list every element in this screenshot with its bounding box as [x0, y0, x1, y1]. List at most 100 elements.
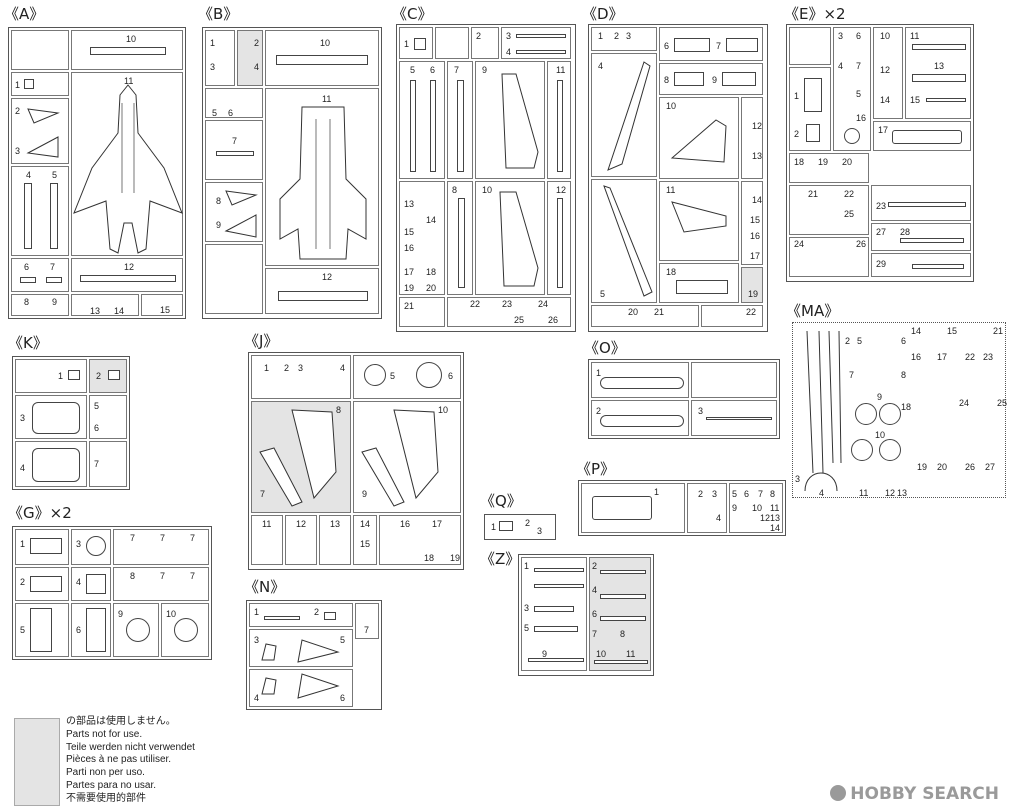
- sprue-j-cell-7-8-unused: 8 7: [251, 401, 351, 513]
- sprue-d-frame: 1 2 3 6 7 4 8 9 10 12 13 5 11 14 15 16 1…: [588, 24, 768, 332]
- sprue-e-title: 《E》×2: [784, 5, 846, 23]
- sprue-d-cell-11: 11: [659, 181, 739, 261]
- sprue-k-cell-7: 7: [89, 441, 127, 487]
- sprue-a-cell-blank: [11, 30, 69, 70]
- sprue-n-title: 《N》: [244, 578, 286, 596]
- sprue-e-cell-blank: [789, 27, 831, 65]
- legend-line-es: Partes para no usar.: [66, 779, 157, 791]
- sprue-c-cell-3-4: 3 4: [501, 27, 571, 59]
- sprue-c-cell-5-6: 5 6: [399, 61, 445, 179]
- sprue-ma-title: 《MA》: [786, 302, 840, 320]
- sprue-c-title: 《C》: [392, 5, 433, 23]
- sprue-g-title: 《G》×2: [8, 504, 72, 522]
- sprue-o-cell-1: 1: [591, 362, 689, 398]
- sprue-d-cell-12-13: 12 13: [741, 97, 763, 179]
- sprue-z-cell-right-unused: 2 4 6 7 8 10 11: [589, 557, 651, 671]
- sprue-c-cell-21: 21: [399, 297, 445, 327]
- sprue-a-title: 《A》: [4, 5, 45, 23]
- sprue-b-frame: 1 3 2 4 10 5 6 7 8 9 11 12: [202, 27, 382, 319]
- sprue-b-cell-1-3: 1 3: [205, 30, 235, 86]
- sprue-n-cell-1-2: 1 2: [249, 603, 353, 627]
- unused-parts-swatch: [14, 718, 60, 806]
- sprue-c-cell-blank: [435, 27, 469, 59]
- sprue-k-frame: 1 2 3 5 6 4 7: [12, 356, 130, 490]
- sprue-e-cell-25: 23: [871, 185, 971, 221]
- sprue-e-cell-11-15: 11 13 15: [905, 27, 971, 119]
- sprue-ma-frame: 2 5 6 14 15 21 7 8 16 17 22 23 9 18 24 2…: [792, 322, 1007, 498]
- sprue-k-title: 《K》: [8, 334, 48, 352]
- sprue-e-cell-17-19: 18 19 20: [789, 153, 869, 183]
- sprue-c-cell-2: 2: [471, 27, 499, 59]
- sprue-g-cell-8-7: 8 7 7: [113, 567, 209, 601]
- sprue-n-cell-3-5: 3 5: [249, 629, 353, 667]
- sprue-p-title: 《P》: [576, 460, 616, 478]
- sprue-g-cell-9: 9: [113, 603, 159, 657]
- sprue-k-cell-5-6: 5 6: [89, 395, 127, 439]
- sprue-a-cell-1: 1: [11, 72, 69, 96]
- sprue-q-frame: 1 2 3: [484, 514, 556, 540]
- sprue-b-cell-8-9: 8 9: [205, 182, 263, 242]
- sprue-j-cell-12: 12: [285, 515, 317, 565]
- hobby-search-watermark: HOBBY SEARCH: [830, 784, 999, 804]
- sprue-j-cell-13: 13: [319, 515, 351, 565]
- sprue-j-title: 《J》: [244, 332, 279, 350]
- sprue-d-cell-10: 10: [659, 97, 739, 179]
- sprue-a-lower-fuselage: [73, 84, 183, 254]
- sprue-g-cell-2: 2: [15, 567, 69, 601]
- sprue-o-title: 《O》: [584, 339, 626, 357]
- sprue-o-cell-2: 2: [591, 400, 689, 436]
- sprue-ma-gear-9b: [879, 403, 901, 425]
- legend-line-en: Parts not for use.: [66, 728, 143, 740]
- sprue-j-frame: 1 2 3 4 5 6 8 7 10 9 11 12 13 14 15 16 1…: [248, 352, 464, 570]
- sprue-j-cell-14-15: 14 15: [353, 515, 377, 565]
- sprue-c-cell-10: 10: [475, 181, 545, 295]
- sprue-a-cell-2-3: 2 3: [11, 98, 69, 164]
- legend-line-ja: の部品は使用しません。: [66, 716, 176, 727]
- sprue-k-cell-3: 3: [15, 395, 87, 439]
- sprue-e-cell-20-22: 21 22 25: [789, 185, 869, 235]
- sprue-q-title: 《Q》: [480, 492, 522, 510]
- sprue-z-frame: 1 3 5 9 2 4 6 7 8 10 11: [518, 554, 654, 676]
- sprue-o-cell-blank: [691, 362, 777, 398]
- sprue-j-cell-9-10: 10 9: [353, 401, 461, 513]
- sprue-g-cell-5: 5: [15, 603, 69, 657]
- sprue-c-cell-1: 1: [399, 27, 433, 59]
- sprue-g-cell-10: 10: [161, 603, 209, 657]
- sprue-a-cell-15: 15: [141, 294, 183, 316]
- sprue-d-cell-1-3: 1 2 3: [591, 27, 657, 51]
- sprue-d-cell-22: 22: [701, 305, 763, 327]
- sprue-c-cell-11: 11: [547, 61, 571, 179]
- sprue-j-cell-11: 11: [251, 515, 283, 565]
- sprue-d-cell-8-9: 8 9: [659, 63, 763, 95]
- sprue-e-frame: 3 6 4 7 5 16 10 12 14 11 13 15 1 2 17 18…: [786, 24, 974, 282]
- sprue-p-frame: 1 2 3 4 5 6 7 8 9 10 11 12 13 14: [578, 480, 786, 536]
- hobby-search-logo-icon: [830, 785, 847, 801]
- sprue-e-cell-1-2: 1 2: [789, 67, 831, 151]
- legend-line-fr: Pièces à ne pas utiliser.: [66, 754, 172, 766]
- sprue-p-cell-1: 1: [581, 483, 685, 533]
- sprue-d-title: 《D》: [582, 5, 624, 23]
- sprue-c-cell-13-20: 13 14 15 16 17 18 19 20: [399, 181, 445, 295]
- sprue-d-cell-4: 4: [591, 53, 657, 177]
- sprue-e-cell-16: 17: [873, 121, 971, 151]
- sprue-p-cell-2-4: 2 3 4: [687, 483, 727, 533]
- sprue-a-cell-8-9: 8 9: [11, 294, 69, 316]
- sprue-z-title: 《Z》: [480, 550, 521, 568]
- sprue-b-title: 《B》: [198, 5, 239, 23]
- sprue-a-frame: 10 11 1 2 3 4 5 6 7 12 8 9 13 14: [8, 27, 186, 319]
- sprue-c-cell-7: 7: [447, 61, 473, 179]
- sprue-p-cell-5-14: 5 6 7 8 9 10 11 12 13 14: [729, 483, 783, 533]
- sprue-j-cell-5-6: 5 6: [353, 355, 461, 399]
- sprue-g-frame: 1 3 7 7 7 2 4 8 7 7 5 6 9 10: [12, 526, 212, 660]
- legend-line-zh: 不需要使用的部件: [66, 792, 146, 804]
- sprue-e-cell-3-9: 3 6 4 7 5 16: [833, 27, 871, 151]
- sprue-ma-etch-strips: [806, 330, 842, 474]
- sprue-e-cell-10-14: 10 12 14: [873, 27, 903, 119]
- sprue-o-cell-3: 3: [691, 400, 777, 436]
- sprue-ma-wheel-10b: [879, 439, 901, 461]
- sprue-a-cell-4-5: 4 5: [11, 166, 69, 256]
- sprue-c-cell-22-26: 22 23 24 25 26: [447, 297, 571, 327]
- sprue-g-cell-1: 1: [15, 529, 69, 565]
- sprue-b-cell-12: 12: [265, 268, 379, 314]
- sprue-b-cell-10: 10: [265, 30, 379, 86]
